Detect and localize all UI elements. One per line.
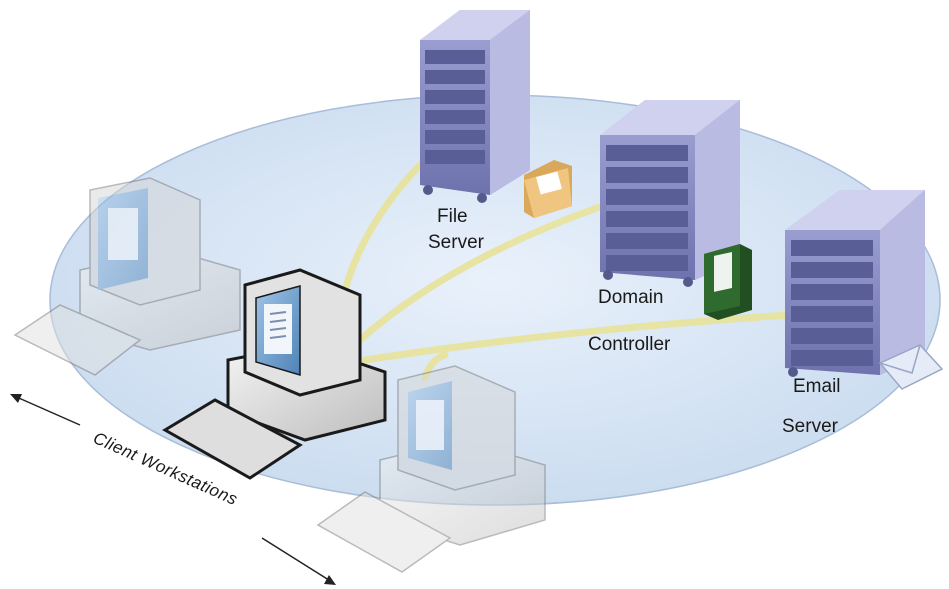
network-links xyxy=(341,156,794,382)
server-icon xyxy=(420,10,530,203)
workstation-center xyxy=(162,268,387,480)
server-icon xyxy=(785,190,925,377)
workstation-left xyxy=(13,177,241,376)
arrow-icon xyxy=(324,575,336,585)
workstation-right xyxy=(316,365,546,573)
domain-controller-label-line2: Controller xyxy=(588,334,671,355)
arrow-icon xyxy=(10,394,22,403)
email-server-label-line2: Server xyxy=(782,416,839,437)
envelope-icon xyxy=(878,344,944,390)
server-icon xyxy=(600,100,740,287)
binder-icon xyxy=(704,244,752,320)
workstation-icon xyxy=(79,177,241,351)
workstation-icon xyxy=(226,268,387,442)
domain-controller: Domain Controller xyxy=(588,100,752,355)
file-server: File Server xyxy=(420,10,572,253)
keyboard-icon xyxy=(162,398,303,480)
workstation-icon xyxy=(379,365,546,546)
arrow-icon xyxy=(11,394,81,426)
domain-controller-label-line1: Domain xyxy=(598,287,663,308)
arrow-icon xyxy=(261,537,333,583)
email-server-label-line1: Email xyxy=(793,376,841,397)
file-server-label-line2: Server xyxy=(428,232,485,253)
folder-icon xyxy=(524,160,572,218)
keyboard-icon xyxy=(13,304,142,376)
file-server-label-line1: File xyxy=(437,206,468,227)
email-server: Email Server xyxy=(782,190,944,437)
keyboard-icon xyxy=(316,491,452,573)
